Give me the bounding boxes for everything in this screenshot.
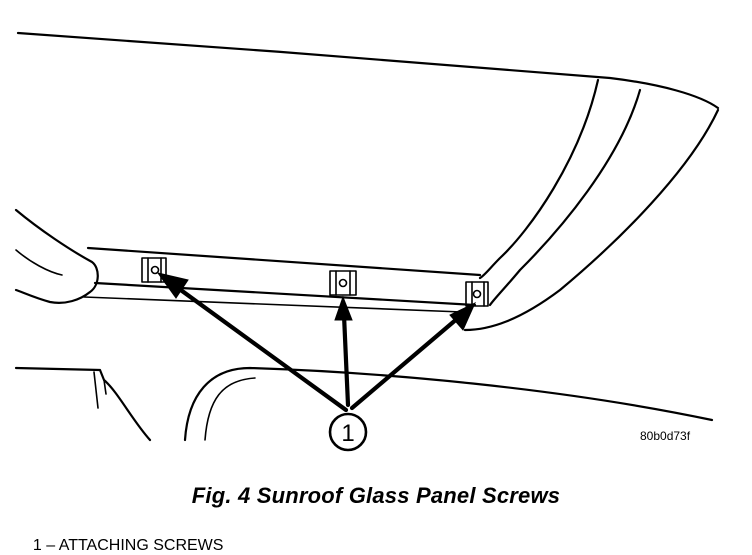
headliner-opening-inner (204, 377, 256, 441)
legend-item-label: ATTACHING SCREWS (58, 537, 224, 554)
sun-visor (14, 208, 99, 304)
callout-number: 1 (341, 420, 354, 447)
sunroof-frame-inner (478, 78, 600, 280)
roof-outline (16, 31, 720, 110)
headliner-opening (183, 366, 714, 442)
reference-code: 80b0d73f (640, 429, 691, 443)
leader-arrows (156, 272, 477, 413)
legend-item-number: 1 (32, 537, 42, 554)
callout-1: 1 (328, 412, 368, 452)
legend: 1 – ATTACHING SCREWS (24, 519, 224, 555)
panel-flange-top (86, 246, 482, 277)
legend-item-separator: – (41, 537, 59, 554)
sunroof-frame-outer (463, 108, 720, 332)
interior-trim-left-inner (93, 371, 107, 409)
visor-edge (15, 249, 63, 276)
sunroof-frame-mid (488, 88, 642, 307)
panel-flange-lower (83, 296, 463, 313)
figure-caption: Fig. 4 Sunroof Glass Panel Screws (191, 483, 561, 508)
interior-trim-left (14, 366, 152, 442)
panel-flange-bottom (93, 281, 477, 307)
screw-mount-center (329, 270, 357, 296)
screw-mount-right (465, 281, 489, 307)
